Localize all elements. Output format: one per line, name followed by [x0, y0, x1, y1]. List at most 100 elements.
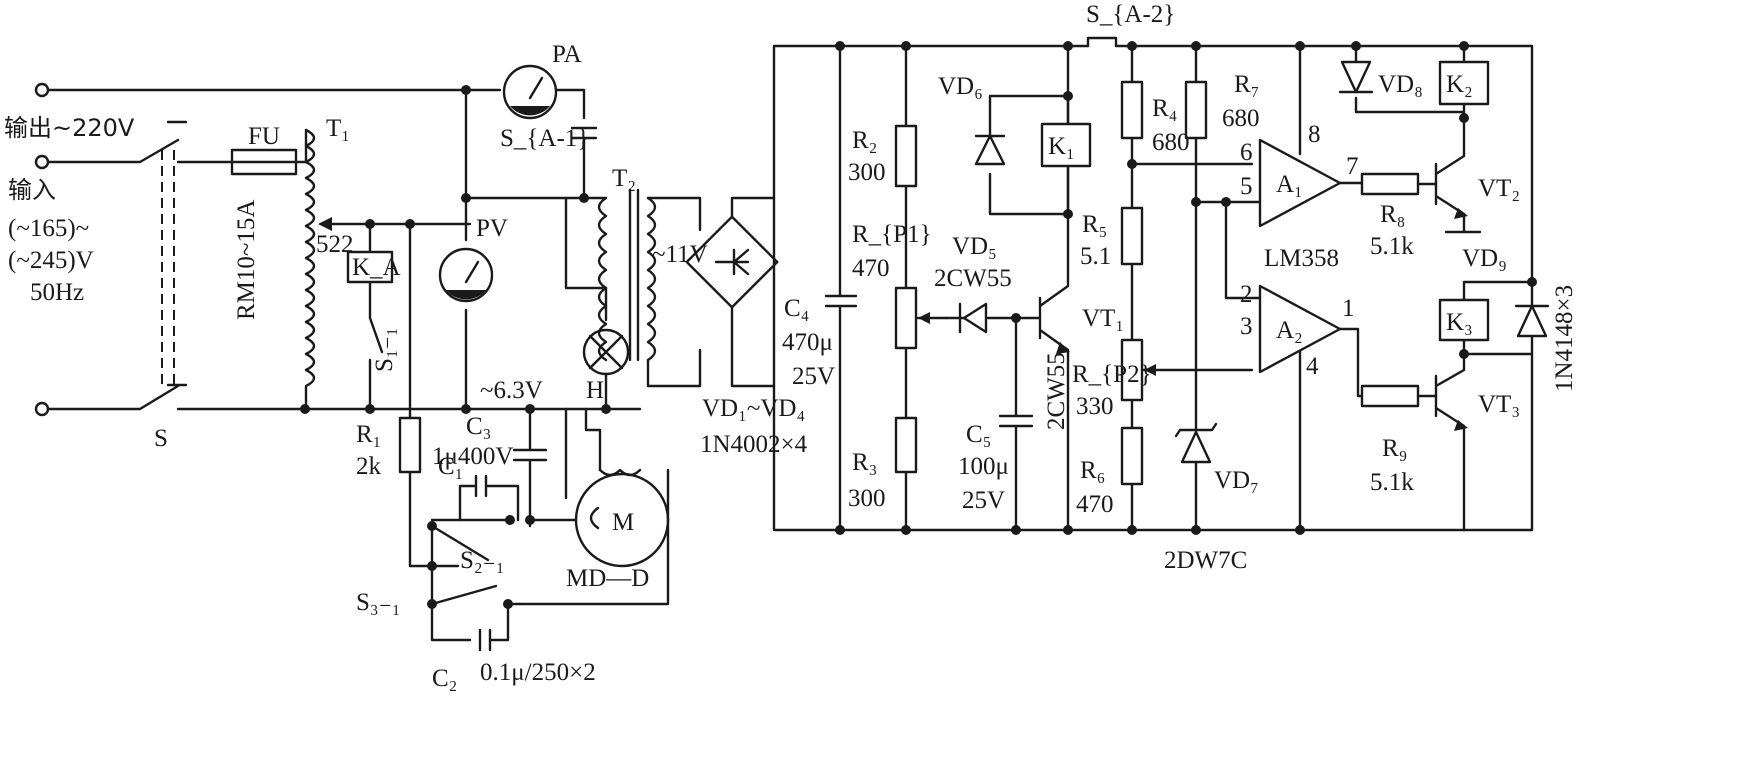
label-input-freq: 50Hz [30, 279, 84, 306]
label-pin2: 2 [1240, 281, 1253, 308]
label-r5-value: 5.1 [1080, 243, 1111, 270]
label-s1-1: S₁₋₁ [371, 327, 398, 372]
label-r1: R₁ [356, 421, 381, 448]
label-6-3v: ~6.3V [480, 377, 543, 404]
resistor-r6 [1120, 426, 1144, 486]
opamp-a2 [1258, 284, 1342, 374]
terminal-top [34, 82, 50, 98]
label-r5: R₅ [1082, 211, 1107, 238]
opamp-a1 [1258, 138, 1342, 228]
label-r8: R₈ [1380, 201, 1405, 228]
label-r4: R₄ [1152, 95, 1177, 122]
label-vt2: VT₂ [1478, 175, 1520, 202]
relay-ka [346, 250, 394, 284]
label-s3-1: S₃₋₁ [356, 589, 401, 616]
label-vd9: VD₉ [1462, 245, 1507, 272]
label-pin4: 4 [1306, 353, 1319, 380]
label-r3-value: 300 [848, 485, 886, 512]
resistor-r4 [1120, 80, 1144, 140]
label-c5: C₅ [966, 421, 991, 448]
label-pin7: 7 [1346, 153, 1359, 180]
label-r8-value: 5.1k [1370, 233, 1414, 260]
terminal-mid [34, 154, 50, 170]
label-output: 输出~220V [4, 114, 135, 142]
resistor-r1 [398, 416, 422, 474]
diode-vd8 [1338, 60, 1374, 94]
voltmeter-pv [438, 247, 494, 303]
lamp-h [582, 328, 630, 376]
label-r1-value: 2k [356, 453, 382, 480]
autotransformer-t1 [304, 128, 316, 411]
label-r9-value: 5.1k [1370, 469, 1414, 496]
label-h: H [586, 377, 604, 404]
label-c4: C₄ [784, 295, 809, 322]
label-c2-value: 0.1μ/250×2 [480, 659, 596, 686]
resistor-r3 [894, 416, 918, 474]
potentiometer-rp2 [1120, 338, 1144, 402]
label-rp1: R_{P1} [852, 221, 932, 248]
label-s2-1: S₂₋₁ [460, 547, 505, 574]
diode-vd9 [1514, 304, 1550, 338]
label-ka: K_A [352, 254, 401, 281]
label-vd8: VD₈ [1378, 71, 1423, 98]
label-r6-value: 470 [1076, 491, 1114, 518]
junction-dots [300, 41, 1537, 609]
resistor-r9 [1360, 384, 1420, 408]
label-pin8: 8 [1308, 121, 1321, 148]
label-vt1: VT₁ [1082, 305, 1124, 332]
label-c4-value1: 470μ [782, 329, 833, 356]
label-vd5: VD₅ [952, 233, 997, 260]
label-vd5-value: 2CW55 [934, 265, 1012, 292]
label-k1: K₁ [1048, 133, 1075, 160]
label-vd9-value: 1N4148×3 [1551, 285, 1578, 392]
label-c5-value2: 25V [962, 487, 1005, 514]
label-vt3: VT₃ [1478, 391, 1520, 418]
label-r3: R₃ [852, 449, 877, 476]
label-sa2: S_{A-2} [1086, 1, 1175, 28]
label-pin6: 6 [1240, 139, 1253, 166]
label-r7: R₇ [1234, 71, 1259, 98]
label-input-range2: (~245)V [8, 247, 94, 274]
label-md-d: MD—D [566, 565, 649, 592]
label-c1: C₁ [438, 453, 463, 480]
label-k2: K₂ [1446, 71, 1473, 98]
label-r2-value: 300 [848, 159, 886, 186]
bridge-rectifier [685, 215, 779, 309]
label-input: 输入 [8, 176, 56, 204]
label-c3: C₃ [466, 413, 491, 440]
label-rp2: R_{P2} [1072, 361, 1152, 388]
label-vd1-vd4-value: 1N4002×4 [700, 431, 808, 458]
potentiometer-rp1 [894, 286, 918, 350]
label-r6: R₆ [1080, 457, 1105, 484]
label-r2: R₂ [852, 127, 877, 154]
label-t1: T₁ [326, 115, 350, 142]
label-t2: T₂ [612, 165, 636, 192]
resistor-r8 [1360, 172, 1420, 196]
label-s: S [154, 425, 168, 452]
resistor-r5 [1120, 206, 1144, 266]
label-vd1-vd4: VD₁~VD₄ [702, 395, 805, 422]
label-rp1-value: 470 [852, 255, 890, 282]
label-c5-value1: 100μ [958, 453, 1009, 480]
transformer-t2 [597, 188, 657, 362]
label-rp2-value: 330 [1076, 393, 1114, 420]
label-k3: K₃ [1446, 309, 1473, 336]
ammeter-pa [502, 64, 558, 120]
label-vd7-value: 2DW7C [1164, 547, 1247, 574]
label-c3-value: 1μ400V [432, 443, 513, 470]
label-pa: PA [552, 41, 582, 68]
label-vt1-value: 2CW55 [1043, 352, 1070, 430]
label-r7-value: 680 [1222, 105, 1260, 132]
label-c2: C₂ [432, 665, 457, 692]
label-vd7: VD₇ [1214, 467, 1259, 494]
label-pv: PV [476, 215, 508, 242]
label-11v: ~11V [652, 241, 708, 268]
label-r4-value: 680 [1152, 129, 1190, 156]
label-sa1: S_{A-1} [500, 125, 589, 152]
resistor-r7 [1184, 80, 1208, 140]
relay-k3 [1438, 298, 1490, 342]
relay-k2 [1438, 60, 1490, 106]
fuse-fu [230, 128, 308, 176]
label-input-range1: (~165)~ [8, 215, 89, 242]
